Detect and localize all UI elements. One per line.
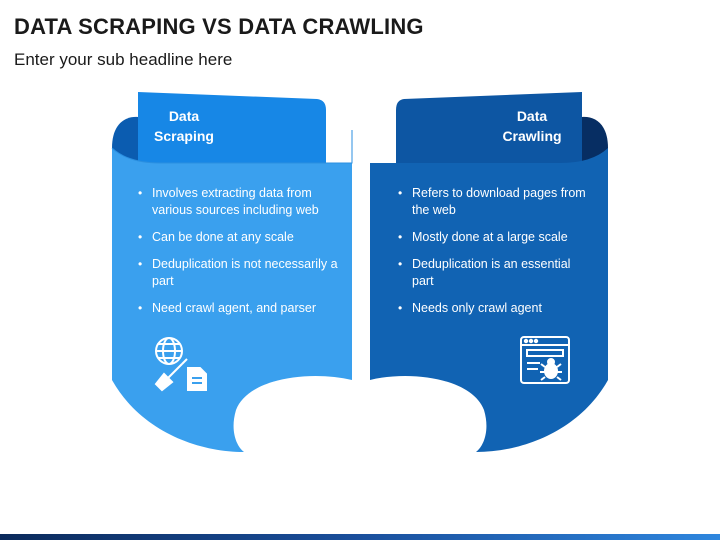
page-subtitle: Enter your sub headline here [14, 50, 233, 69]
list-item: Mostly done at a large scale [398, 229, 594, 246]
scraping-title-line2: Scraping [154, 128, 214, 144]
page-title: DATA SCRAPING VS DATA CRAWLING [14, 14, 424, 39]
crawling-title-line2: Crawling [502, 128, 562, 144]
scraping-panel-title: Data Scraping [134, 106, 234, 146]
list-item: Deduplication is an essential part [398, 256, 594, 290]
scraping-bullet-list: Involves extracting data from various so… [138, 185, 338, 327]
list-item: Need crawl agent, and parser [138, 300, 338, 317]
globe-tools-icon [154, 337, 207, 392]
scraping-title-line1: Data [168, 108, 200, 124]
browser-bug-icon [520, 336, 570, 384]
bottom-accent-bar [0, 534, 720, 540]
list-item: Involves extracting data from various so… [138, 185, 338, 219]
list-item: Needs only crawl agent [398, 300, 594, 317]
crawling-bullet-list: Refers to download pages from the web Mo… [398, 185, 594, 327]
list-item: Refers to download pages from the web [398, 185, 594, 219]
crawling-panel-title: Data Crawling [482, 106, 582, 146]
list-item: Deduplication is not necessarily a part [138, 256, 338, 290]
list-item: Can be done at any scale [138, 229, 338, 246]
crawling-title-line1: Data [516, 108, 548, 124]
